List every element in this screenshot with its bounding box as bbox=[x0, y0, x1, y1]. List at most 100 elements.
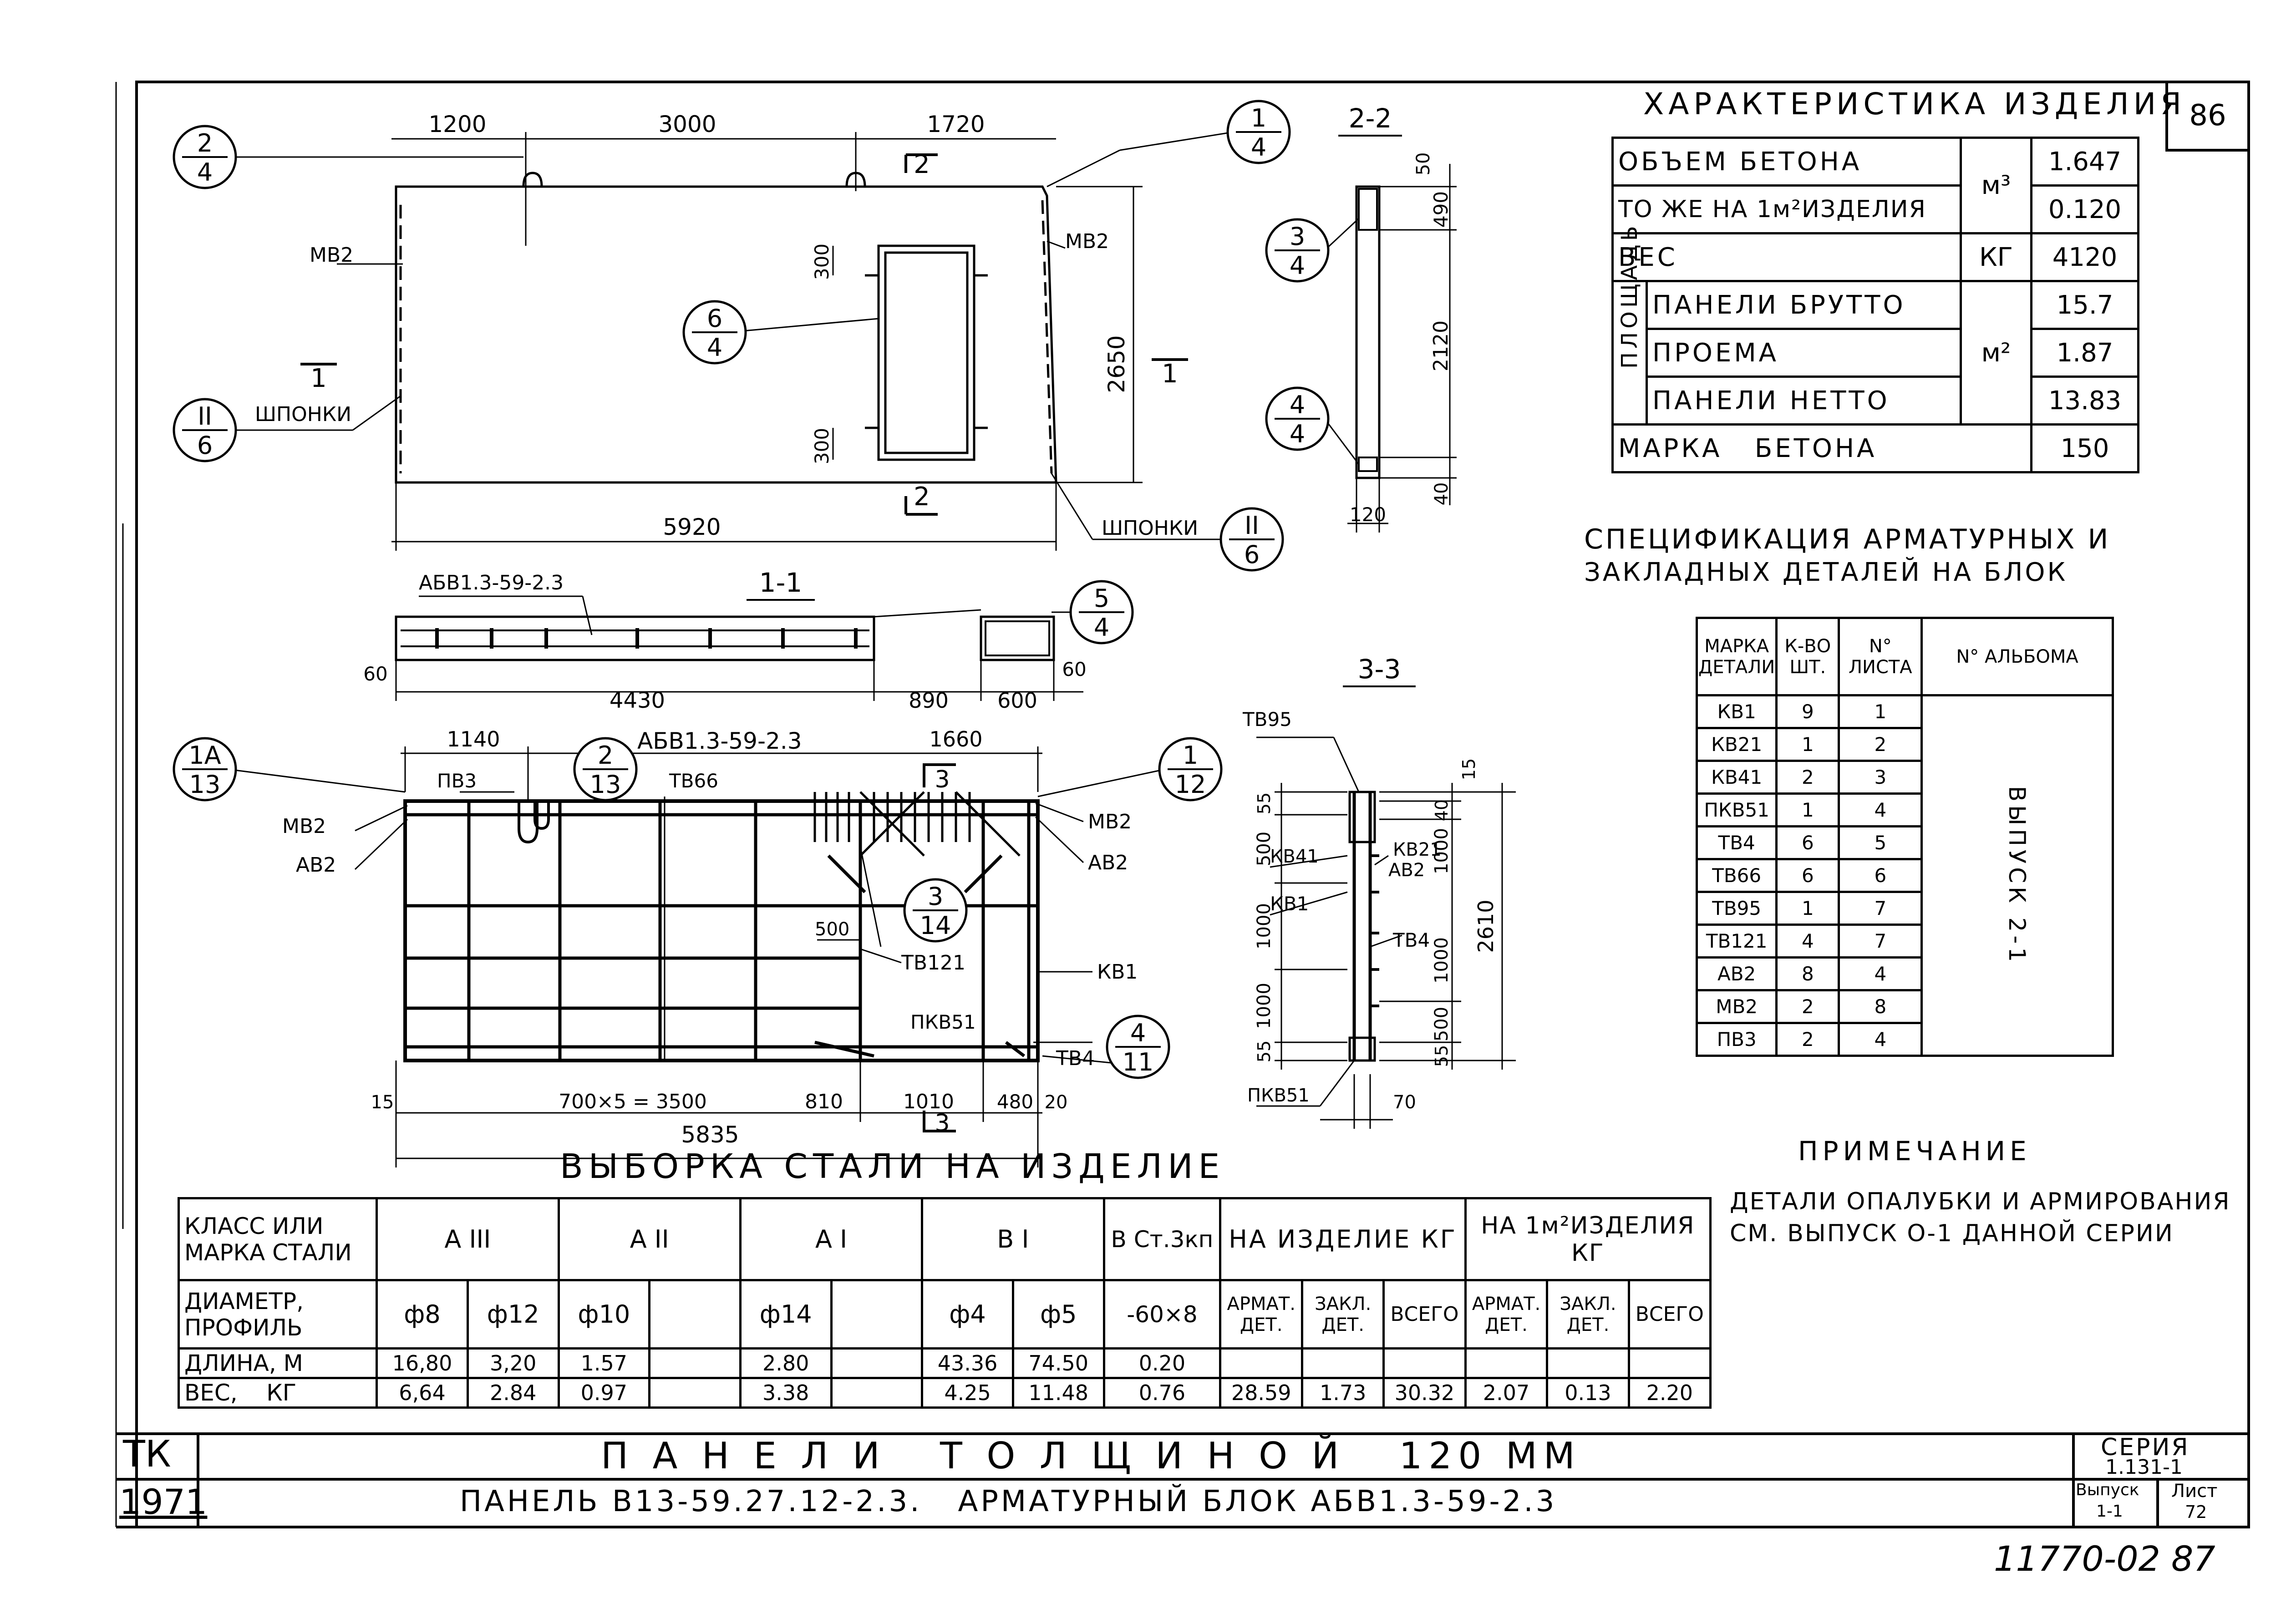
section-mark-1-right: 1 bbox=[1162, 359, 1178, 389]
label-pkv51: ПКВ51 bbox=[910, 1011, 976, 1033]
steel-length: 3,20 bbox=[466, 1347, 560, 1379]
spec-col-header: МАРКА ДЕТАЛИ bbox=[1695, 617, 1778, 696]
section-3-3 bbox=[1256, 736, 1516, 1129]
char-group-label: ПЛОЩАДЬ bbox=[1611, 222, 1648, 426]
label-av2-cage-left: АВ2 bbox=[296, 853, 336, 877]
spec-mark: МВ2 bbox=[1695, 989, 1778, 1024]
steel-length: 74.50 bbox=[1011, 1347, 1105, 1379]
dim-r40: 40 bbox=[1432, 799, 1452, 821]
dim-r1000b: 1000 bbox=[1431, 937, 1452, 984]
steel-sub: ВСЕГО bbox=[1382, 1279, 1467, 1350]
steel-m2-header: НА 1м²ИЗДЕЛИЯ КГ bbox=[1464, 1197, 1712, 1281]
steel-diam bbox=[830, 1279, 924, 1350]
spec-sheet: 4 bbox=[1838, 792, 1923, 827]
steel-class: А III bbox=[376, 1197, 560, 1281]
callout-bottom: 4 bbox=[1094, 613, 1109, 642]
char-label: ПАНЕЛИ НЕТТО bbox=[1646, 376, 1962, 426]
note-line-1: ДЕТАЛИ ОПАЛУБКИ И АРМИРОВАНИЯ bbox=[1730, 1188, 2231, 1215]
spec-table: МАРКА ДЕТАЛИ К-ВО ШТ. N° ЛИСТА N° АЛЬБОМ… bbox=[1695, 617, 2114, 1057]
steel-heading: ВЫБОРКА СТАЛИ НА ИЗДЕЛИЕ bbox=[560, 1147, 1225, 1186]
spec-sheet: 6 bbox=[1838, 858, 1923, 893]
dim-4430: 4430 bbox=[610, 688, 665, 713]
steel-length bbox=[830, 1347, 924, 1379]
label-tv121: ТВ121 bbox=[901, 951, 965, 974]
spec-sheet: 2 bbox=[1838, 727, 1923, 762]
spec-qty: 1 bbox=[1775, 891, 1840, 926]
callout-bottom: 4 bbox=[1290, 420, 1305, 448]
dim-r500: 500 bbox=[1431, 1007, 1452, 1041]
char-label: ПРОЕМА bbox=[1646, 328, 1962, 378]
steel-diam: -60×8 bbox=[1102, 1279, 1222, 1350]
dim-810: 810 bbox=[805, 1090, 843, 1113]
steel-length bbox=[1382, 1347, 1467, 1379]
section-mark-3-top: 3 bbox=[935, 766, 950, 793]
spec-heading-1: СПЕЦИФИКАЦИЯ АРМАТУРНЫХ И bbox=[1584, 523, 2111, 555]
spec-col-header: К-ВО ШТ. bbox=[1775, 617, 1840, 696]
sheet-number-box bbox=[2165, 81, 2250, 152]
characteristics-heading: ХАРАКТЕРИСТИКА ИЗДЕЛИЯ bbox=[1643, 86, 2186, 122]
callout-bottom: 14 bbox=[920, 911, 951, 940]
steel-class: В Ст.3кп bbox=[1102, 1197, 1222, 1281]
dim-600: 600 bbox=[997, 688, 1037, 713]
steel-sub: ВСЕГО bbox=[1627, 1279, 1712, 1350]
steel-class: А I bbox=[739, 1197, 924, 1281]
steel-diam: ф5 bbox=[1011, 1279, 1105, 1350]
steel-sub: ЗАКЛ. ДЕТ. bbox=[1546, 1279, 1630, 1350]
label-mv2-right: МВ2 bbox=[1065, 230, 1109, 253]
spec-qty: 6 bbox=[1775, 858, 1840, 893]
spec-mark: АВ2 bbox=[1695, 956, 1778, 991]
section-3-3-title: 3-3 bbox=[1358, 654, 1401, 685]
char-unit: м² bbox=[1960, 280, 2032, 426]
steel-length: 1.57 bbox=[557, 1347, 651, 1379]
steel-length: 16,80 bbox=[376, 1347, 469, 1379]
dim-500: 500 bbox=[815, 919, 849, 940]
steel-length bbox=[1546, 1347, 1630, 1379]
steel-sub: АРМАТ. ДЕТ. bbox=[1219, 1279, 1304, 1350]
spec-mark: ТВ95 bbox=[1695, 891, 1778, 926]
title-main: П А Н Е Л И Т О Л Щ И Н О Й 120 ММ bbox=[601, 1435, 1581, 1477]
label-mv2-cage-right: МВ2 bbox=[1088, 810, 1132, 833]
steel-length bbox=[1627, 1347, 1712, 1379]
callout-circle: 314 bbox=[903, 878, 968, 943]
callout-top: 2 bbox=[197, 129, 213, 157]
char-label: МАРКА БЕТОНА bbox=[1611, 423, 2032, 473]
callout-circle: 24 bbox=[173, 125, 237, 189]
section-mark-2-bottom: 2 bbox=[914, 482, 930, 512]
sheet-number: 86 bbox=[2189, 99, 2226, 132]
callout-bottom: 4 bbox=[197, 158, 213, 187]
dim-v55a: 55 bbox=[1254, 792, 1274, 814]
callout-top: 3 bbox=[1290, 222, 1305, 251]
spec-qty: 2 bbox=[1775, 760, 1840, 795]
spec-sheet: 1 bbox=[1838, 694, 1923, 729]
label-shponki-right: ШПОНКИ bbox=[1102, 517, 1198, 540]
char-value: 1.647 bbox=[2030, 137, 2139, 187]
table-row: ДИАМЕТР, ПРОФИЛЬ ф8 ф12 ф10 ф14 ф4 ф5 -6… bbox=[177, 1279, 1712, 1350]
table-row: ПЛОЩАДЬ ПАНЕЛИ БРУТТО м² 15.7 bbox=[1611, 222, 2139, 426]
spec-sheet: 8 bbox=[1838, 989, 1923, 1024]
spec-qty: 2 bbox=[1775, 1022, 1840, 1057]
dim-1200: 1200 bbox=[428, 111, 486, 137]
dim-1140: 1140 bbox=[447, 727, 500, 751]
steel-length bbox=[1464, 1347, 1549, 1379]
steel-weight: 1.73 bbox=[1301, 1377, 1385, 1409]
table-row: ПАНЕЛИ НЕТТО 13.83 bbox=[1613, 376, 2139, 426]
callout-bottom: 4 bbox=[1251, 133, 1266, 162]
bottom-note: 11770-02 87 bbox=[1994, 1538, 2215, 1579]
title-year: 1971 bbox=[119, 1482, 208, 1522]
callout-bottom: 13 bbox=[189, 770, 221, 799]
issue-value: 1-1 bbox=[2096, 1502, 2123, 1521]
steel-weight: 30.32 bbox=[1382, 1377, 1467, 1409]
dim-300b: 300 bbox=[811, 428, 833, 464]
dim-5920: 5920 bbox=[663, 514, 721, 540]
spec-sheet: 3 bbox=[1838, 760, 1923, 795]
spec-qty: 6 bbox=[1775, 825, 1840, 860]
char-group-text: ПЛОЩАДЬ bbox=[1617, 222, 1642, 369]
